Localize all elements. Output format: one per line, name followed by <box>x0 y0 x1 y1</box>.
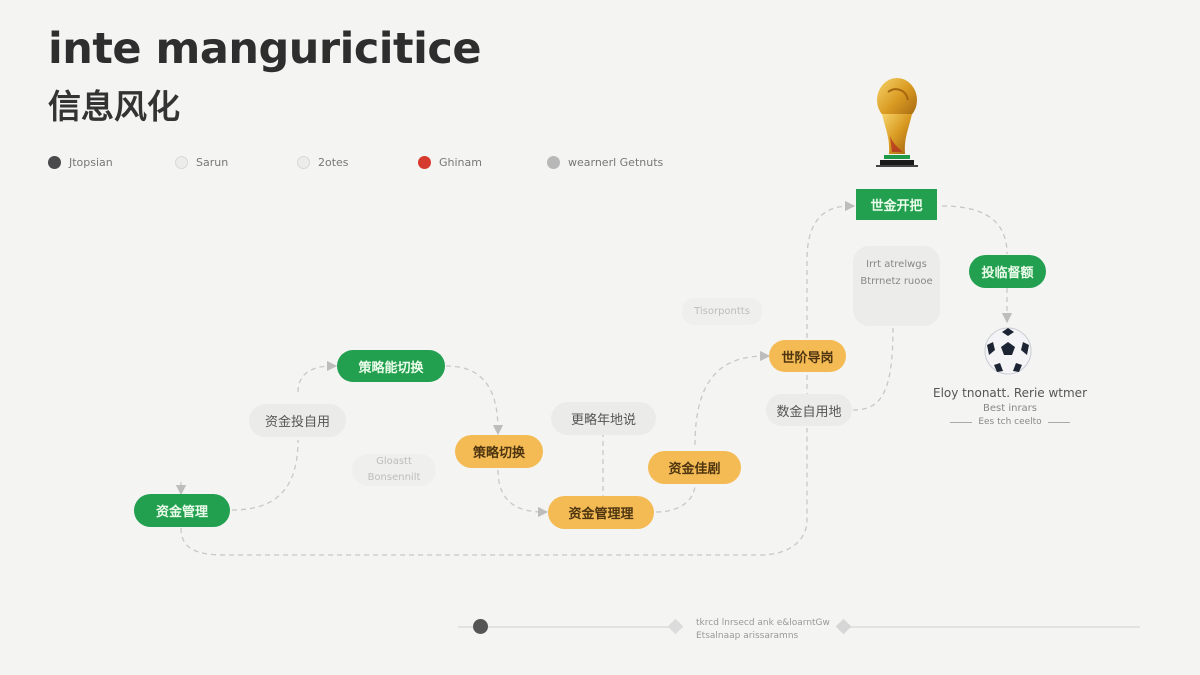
page-subtitle: 信息风化 <box>48 87 180 126</box>
node-fund-self-use[interactable]: 资金投自用 <box>249 404 346 437</box>
world-cup-trophy-icon <box>876 78 918 167</box>
timeline: tkrcd lnrsecd ank e&loarntGw Etsalnaap a… <box>0 612 1200 642</box>
timeline-track <box>458 626 673 628</box>
legend-dot-icon <box>418 156 431 169</box>
node-faint-top: Tisorpontts <box>682 298 762 325</box>
timeline-diamond-marker[interactable] <box>835 618 852 635</box>
legend-item-4[interactable]: Ghinam <box>418 156 482 169</box>
legend-item-1[interactable]: Jtopsian <box>48 156 113 169</box>
timeline-diamond-marker[interactable] <box>667 618 684 635</box>
legend: Jtopsian Sarun 2otes Ghinam wearnerl Get… <box>0 156 1200 172</box>
page-title: inte manguricitice <box>48 24 482 74</box>
legend-dot-icon <box>175 156 188 169</box>
legend-item-5[interactable]: wearnerl Getnuts <box>547 156 663 169</box>
legend-item-2[interactable]: Sarun <box>175 156 228 169</box>
timeline-label: tkrcd lnrsecd ank e&loarntGw Etsalnaap a… <box>696 618 830 641</box>
node-strategy-switch[interactable]: 策略切换 <box>455 435 543 468</box>
node-fund-use[interactable]: 数金自用地 <box>766 394 852 426</box>
divider <box>950 421 973 423</box>
timeline-start-dot[interactable] <box>473 619 488 634</box>
node-strategy-switch-top[interactable]: 策略能切换 <box>337 350 445 382</box>
soccer-ball-icon <box>984 327 1032 375</box>
divider <box>1047 421 1070 423</box>
legend-dot-icon <box>547 156 560 169</box>
legend-dot-icon <box>48 156 61 169</box>
node-world-cup-open[interactable]: 世金开把 <box>856 189 937 220</box>
timeline-track <box>845 626 1140 628</box>
node-fund-management[interactable]: 资金管理理 <box>548 496 654 529</box>
node-fund-drama[interactable]: 资金佳剧 <box>648 451 741 484</box>
legend-dot-icon <box>297 156 310 169</box>
node-fund-management-start[interactable]: 资金管理 <box>134 494 230 527</box>
node-faint-note: Gloastt Bonsennilt <box>352 454 436 486</box>
legend-item-3[interactable]: 2otes <box>297 156 349 169</box>
node-strategy-note[interactable]: 更略年地说 <box>551 402 656 435</box>
node-investment-supervision[interactable]: 投临督额 <box>969 255 1046 288</box>
winner-panel: Eloy tnonatt. Rerie wtmer Best inrars Ee… <box>933 386 1087 427</box>
info-card: Irrt atrelwgs Btrrnetz ruooe <box>853 246 940 326</box>
node-world-stage[interactable]: 世阶导岗 <box>769 340 846 372</box>
